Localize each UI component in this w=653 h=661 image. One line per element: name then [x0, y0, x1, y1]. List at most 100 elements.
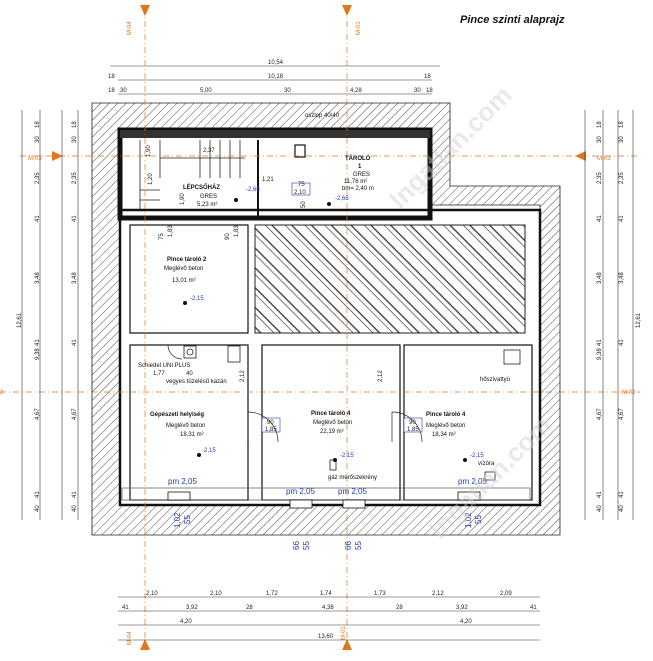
dim-right-o-9: 41 — [597, 491, 603, 498]
dim-right-o-1: 30 — [597, 136, 603, 143]
dim-left-o-7: 12,61 — [17, 312, 23, 328]
window-pm-1: pm 2,05 — [168, 477, 197, 486]
sill-0: 1,02 — [173, 512, 182, 528]
door-tags — [261, 417, 423, 433]
dim-top-18-b: 18 — [426, 88, 433, 94]
room-cellar4b-area: 18,34 m² — [432, 432, 456, 438]
note-gas: gáz mérőszekrény — [328, 475, 377, 481]
top-dimension-lines — [110, 65, 440, 95]
dim-right-i-7: 41 — [619, 491, 625, 498]
dim-right-o-2: 2,35 — [597, 172, 603, 184]
door-d1-b: 1,83 — [168, 225, 174, 237]
room-cellar4b-level: -2,15 — [470, 453, 484, 459]
dim-top-18-a: 18 — [108, 88, 115, 94]
dim-h212-b: 2,12 — [378, 370, 384, 382]
axis-markers — [52, 5, 586, 650]
note-water: vízóra — [478, 461, 495, 467]
axis-label-m04-top: M-04 — [127, 21, 133, 35]
room-stair-area: 5,23 m² — [197, 202, 217, 208]
room-cellar2-area: 13,01 m² — [172, 278, 196, 284]
room-stair-floor: GRES — [200, 194, 217, 200]
dim-right-o-10: 40 — [597, 505, 603, 512]
dim-right-i-8: 40 — [619, 505, 625, 512]
dim-top-r1-4: 30 — [414, 88, 421, 94]
stair-dim-b: 1,20 — [148, 173, 154, 185]
axis-label-2-left: 2 — [0, 390, 4, 396]
dim-left-i-1: 30 — [72, 136, 78, 143]
pillar — [294, 144, 306, 158]
dim-bottom-r2-1: 3,92 — [186, 605, 198, 611]
dim-left-o-3: 41 — [35, 215, 41, 222]
room-storage1-bm: bm= 2,40 m — [342, 186, 374, 192]
dim-bottom-r1-4: 1,73 — [374, 591, 386, 597]
dim-left-o-5: 41 — [35, 339, 41, 346]
dim-bottom-r2-4: 28 — [396, 605, 403, 611]
axis-label-m03-left: M-03 — [28, 156, 42, 162]
dim-right-o-6: 9,38 — [597, 348, 603, 360]
dim-bottom-r2-0: 41 — [122, 605, 129, 611]
axis-label-m04-bottom: M-04 — [127, 631, 133, 645]
room-cellar4a-area: 22,19 m² — [320, 429, 344, 435]
room-mech-name: Gépészeti helyiség — [150, 412, 204, 418]
room-storage1-area: 11,76 m² — [344, 179, 367, 185]
door-d4-a: 90 — [267, 420, 274, 426]
dim-top-r1-0: 30 — [120, 88, 127, 94]
dim-left-o-9: 41 — [35, 491, 41, 498]
room-cellar4a-floor: Meglévő beton — [313, 420, 352, 426]
dim-right-o-5: 41 — [597, 339, 603, 346]
stair-dim-d: 2,37 — [203, 148, 215, 154]
dim-bottom-r3-0: 4,20 — [180, 619, 192, 625]
dim-left-i-2: 2,35 — [72, 172, 78, 184]
axis-label-m01-bottom: M-01 — [341, 626, 347, 640]
room-mech-floor: Meglévő beton — [166, 423, 205, 429]
dim-left-o-1: 30 — [35, 136, 41, 143]
bottom-dimension-lines — [118, 596, 540, 641]
room-cellar4a-name: Pince tároló 4 — [311, 411, 351, 417]
dim-left-o-6: 9,38 — [35, 348, 41, 360]
dim-top-end-right: 18 — [424, 74, 431, 80]
window-pm-2: pm 2,05 — [286, 487, 315, 496]
room-storage1-level: -2,66 — [335, 196, 349, 202]
dim-right-i-1: 30 — [619, 136, 625, 143]
sill-1: 55 — [183, 515, 192, 524]
sill-2: 66 — [292, 541, 301, 550]
door-d4-b: 1,85 — [265, 427, 277, 433]
room-cellar2-name: Pince tároló 2 — [167, 257, 207, 263]
door-d1-a: 75 — [159, 233, 165, 240]
dim-right-o-4: 3,48 — [597, 272, 603, 284]
pillar-label: oszlop 40/40 — [305, 113, 340, 119]
dim-top-inner: 10,18 — [268, 74, 284, 80]
fixtures — [183, 345, 521, 481]
dim-right-o-3: 41 — [597, 215, 603, 222]
door-d3-tag — [291, 182, 311, 196]
staircase — [139, 140, 245, 210]
door-d5-b: 1,85 — [407, 427, 419, 433]
dim-left-o-8: 4,67 — [35, 408, 41, 420]
dim-right-o-7: 12,61 — [636, 312, 642, 328]
room-cellar4b-name: Pince tároló 4 — [426, 412, 466, 418]
dim-left-o-4: 3,48 — [35, 272, 41, 284]
windows-bottom — [167, 491, 481, 509]
dim-bottom-r1-6: 2,09 — [500, 591, 512, 597]
dim-top-overall: 10,54 — [268, 60, 284, 66]
window-pm-3: pm 2,05 — [338, 487, 367, 496]
dim-bottom-r2-5: 3,92 — [456, 605, 468, 611]
dim-right-o-8: 4,67 — [597, 408, 603, 420]
axis-label-m03-right: M-03 — [597, 156, 611, 162]
dim-left-o-10: 40 — [35, 505, 41, 512]
plan-title: Pince szinti alaprajz — [460, 14, 565, 26]
room-cellar2-level: -2,15 — [190, 296, 204, 302]
dim-right-o-0: 18 — [597, 121, 603, 128]
room-cellar4b-floor: Meglévő beton — [426, 423, 465, 429]
door-swings — [167, 344, 423, 443]
room-mech-area: 18,31 m² — [180, 432, 204, 438]
sill-4: 66 — [344, 541, 353, 550]
dim-h212-a: 2,12 — [240, 370, 246, 382]
dim-left-i-0: 18 — [72, 121, 78, 128]
stair-dim-c: 1,90 — [180, 193, 186, 205]
dim-left-i-7: 41 — [72, 491, 78, 498]
sill-6: 1,02 — [464, 512, 473, 528]
dim-bottom-r1-3: 1,74 — [320, 591, 332, 597]
room-cellar4a-level: -2,15 — [340, 453, 354, 459]
